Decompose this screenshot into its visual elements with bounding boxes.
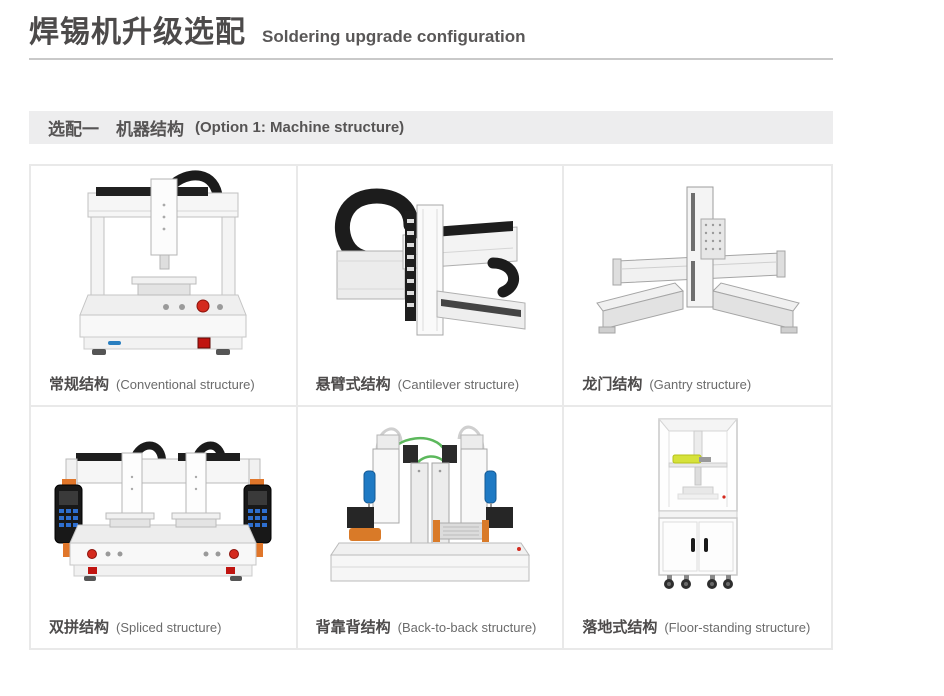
machine-structure-grid: 常规结构 (Conventional structure) [29,164,833,650]
caption-gantry-zh: 龙门结构 [582,376,643,393]
grid-cell-spliced: 双拼结构 (Spliced structure) [31,407,298,648]
grid-cell-gantry: 龙门结构 (Gantry structure) [564,166,831,407]
option-name-chinese: 机器结构 [116,120,184,139]
spliced-structure-illustration [54,441,272,581]
machine-image-spliced [31,407,296,606]
gantry-structure-illustration [595,186,800,333]
caption-back-to-back: 背靠背结构 (Back-to-back structure) [316,616,537,637]
grid-cell-floor-standing: 落地式结构 (Floor-standing structure) [564,407,831,648]
grid-cell-cantilever: 悬臂式结构 (Cantilever structure) [297,166,565,407]
cantilever-structure-illustration [334,188,526,335]
caption-cantilever-zh: 悬臂式结构 [315,376,391,393]
page-title-chinese: 焊锡机升级选配 [29,16,246,49]
floor-standing-structure-illustration [657,417,738,589]
title-divider-line [29,57,833,60]
option-name-english: (Option 1: Machine structure) [195,119,405,136]
machine-image-back-to-back [298,407,563,606]
caption-floor-standing-zh: 落地式结构 [582,619,658,636]
caption-back-to-back-en: (Back-to-back structure) [397,620,537,635]
caption-conventional-en: (Conventional structure) [116,377,255,392]
page-header: 焊锡机升级选配 Soldering upgrade configuration [29,16,833,60]
grid-cell-conventional: 常规结构 (Conventional structure) [31,166,298,407]
back-to-back-structure-illustration [330,425,530,581]
caption-conventional-zh: 常规结构 [49,376,110,393]
option-number-label: 选配一 [48,120,99,139]
grid-cell-back-to-back: 背靠背结构 (Back-to-back structure) [297,407,565,648]
caption-gantry-en: (Gantry structure) [649,377,752,392]
machine-image-floor-standing [564,407,831,606]
conventional-structure-illustration [79,169,248,355]
machine-image-gantry [564,166,831,363]
machine-image-conventional [31,166,296,363]
page-title-english: Soldering upgrade configuration [262,26,526,46]
caption-spliced: 双拼结构 (Spliced structure) [49,616,222,637]
caption-conventional: 常规结构 (Conventional structure) [49,373,255,394]
machine-image-cantilever [298,166,563,363]
caption-cantilever-en: (Cantilever structure) [397,377,520,392]
caption-floor-standing-en: (Floor-standing structure) [664,620,811,635]
caption-spliced-zh: 双拼结构 [49,619,110,636]
caption-floor-standing: 落地式结构 (Floor-standing structure) [582,616,810,637]
page-title: 焊锡机升级选配 Soldering upgrade configuration [29,16,833,51]
caption-spliced-en: (Spliced structure) [116,620,222,635]
option-banner: 选配一 机器结构 (Option 1: Machine structure) [29,111,833,144]
caption-cantilever: 悬臂式结构 (Cantilever structure) [316,373,519,394]
caption-back-to-back-zh: 背靠背结构 [315,619,391,636]
caption-gantry: 龙门结构 (Gantry structure) [582,373,751,394]
